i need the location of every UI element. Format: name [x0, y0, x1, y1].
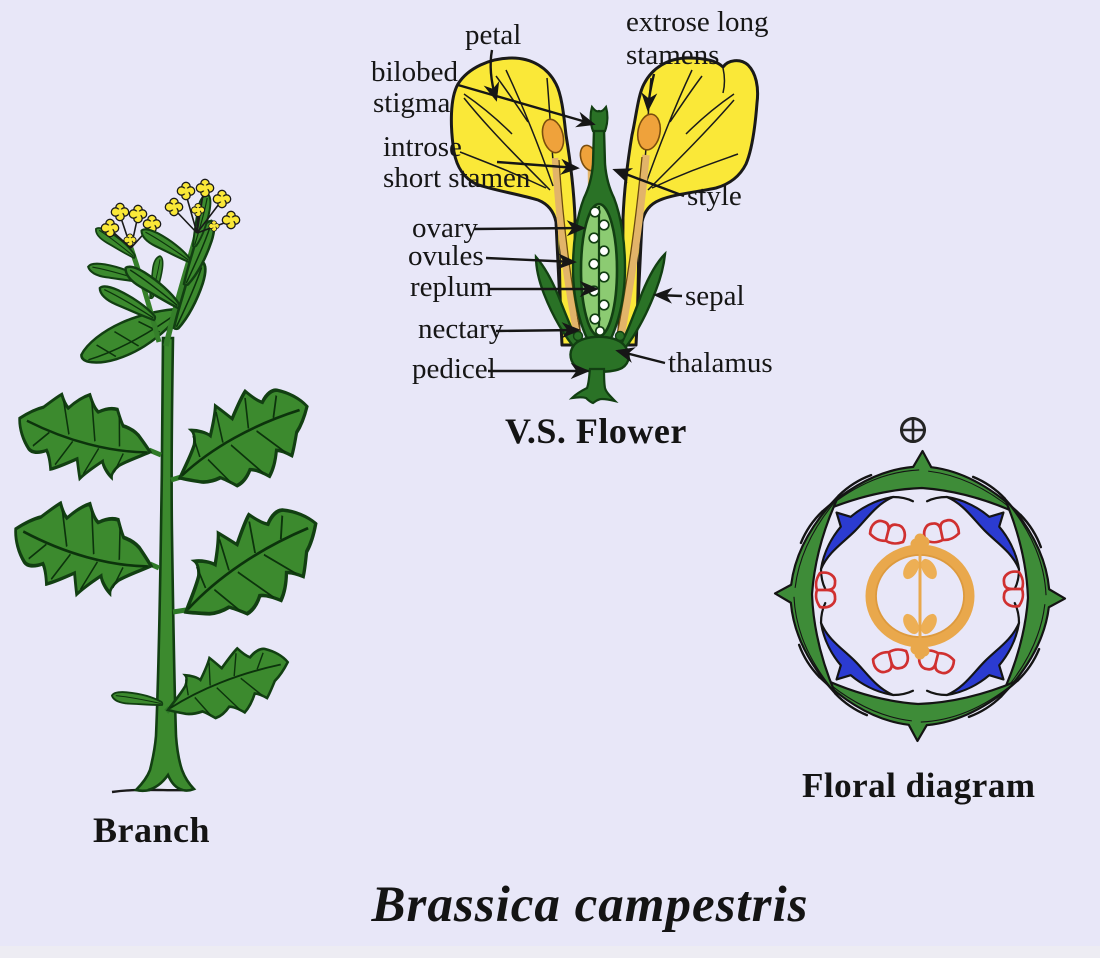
branch-leaf — [5, 374, 163, 499]
arrow-style — [612, 168, 685, 198]
arrow-nectary — [495, 322, 581, 339]
floral-diagram-caption: Floral diagram — [802, 766, 1036, 805]
branch-leaf — [156, 368, 330, 514]
branch-flower — [164, 197, 184, 217]
branch-flower — [195, 178, 215, 198]
branch-illustration — [0, 178, 343, 794]
pedicel — [568, 367, 619, 405]
thalamus — [569, 335, 630, 373]
label-style: style — [687, 180, 742, 212]
branch-flower — [128, 204, 148, 224]
branch-leaf — [0, 481, 166, 617]
label-sepal: sepal — [685, 280, 745, 312]
arrow-introse-short-stamen — [496, 158, 580, 175]
label-extrose-long-stamens-line2: stamens — [626, 39, 719, 71]
stigma — [589, 104, 609, 133]
floral-stamen — [870, 645, 912, 676]
label-thalamus: thalamus — [668, 347, 773, 379]
floral-stamen — [1002, 570, 1025, 608]
branch-leaf — [157, 485, 343, 648]
arrow-bilobed-stigma — [457, 83, 596, 128]
bottom-strip — [0, 946, 1100, 958]
filament-right — [615, 154, 650, 341]
arrow-extrose-long-stamens — [641, 73, 658, 112]
branch-flower — [212, 189, 232, 209]
floral-diagram-illustration — [771, 417, 1069, 745]
mother-axis-icon — [900, 417, 926, 443]
vs-flower-caption: V.S. Flower — [505, 411, 687, 451]
label-nectary: nectary — [418, 313, 504, 345]
arrow-ovary — [473, 220, 586, 237]
branch-stem — [133, 336, 197, 793]
floral-stamen — [867, 517, 909, 548]
floral-ovary — [865, 533, 975, 660]
label-introse-short-stamen-line1: introse — [383, 131, 462, 163]
vs-flower-illustration: petal bilobed stigma extrose long stamen… — [371, 6, 773, 405]
label-ovary: ovary — [412, 212, 479, 244]
branch-flower — [110, 202, 130, 222]
branch-caption: Branch — [93, 810, 211, 850]
label-bilobed-stigma-line2: stigma — [373, 87, 450, 119]
branch-flower — [221, 210, 241, 230]
label-bilobed-stigma-line1: bilobed — [371, 56, 458, 88]
anther-right — [636, 113, 662, 151]
branch-leaf — [155, 632, 301, 738]
anther-left — [541, 118, 565, 154]
label-introse-short-stamen-line2: short stamen — [383, 162, 531, 194]
arrow-ovules — [485, 253, 577, 270]
label-replum: replum — [410, 271, 493, 303]
branch-petioles — [148, 447, 187, 714]
branch-flower — [176, 181, 196, 201]
label-petal: petal — [465, 19, 521, 51]
label-pedicel: pedicel — [412, 353, 496, 385]
sepal-right — [614, 250, 667, 354]
label-extrose-long-stamens-line1: extrose long — [626, 6, 769, 38]
main-title: Brassica campestris — [371, 877, 809, 933]
branch-leaf — [109, 680, 165, 720]
arrow-sepal — [653, 287, 683, 304]
flower-pedicels-left — [112, 217, 150, 249]
arrow-thalamus — [615, 347, 666, 365]
label-ovules: ovules — [408, 240, 484, 272]
